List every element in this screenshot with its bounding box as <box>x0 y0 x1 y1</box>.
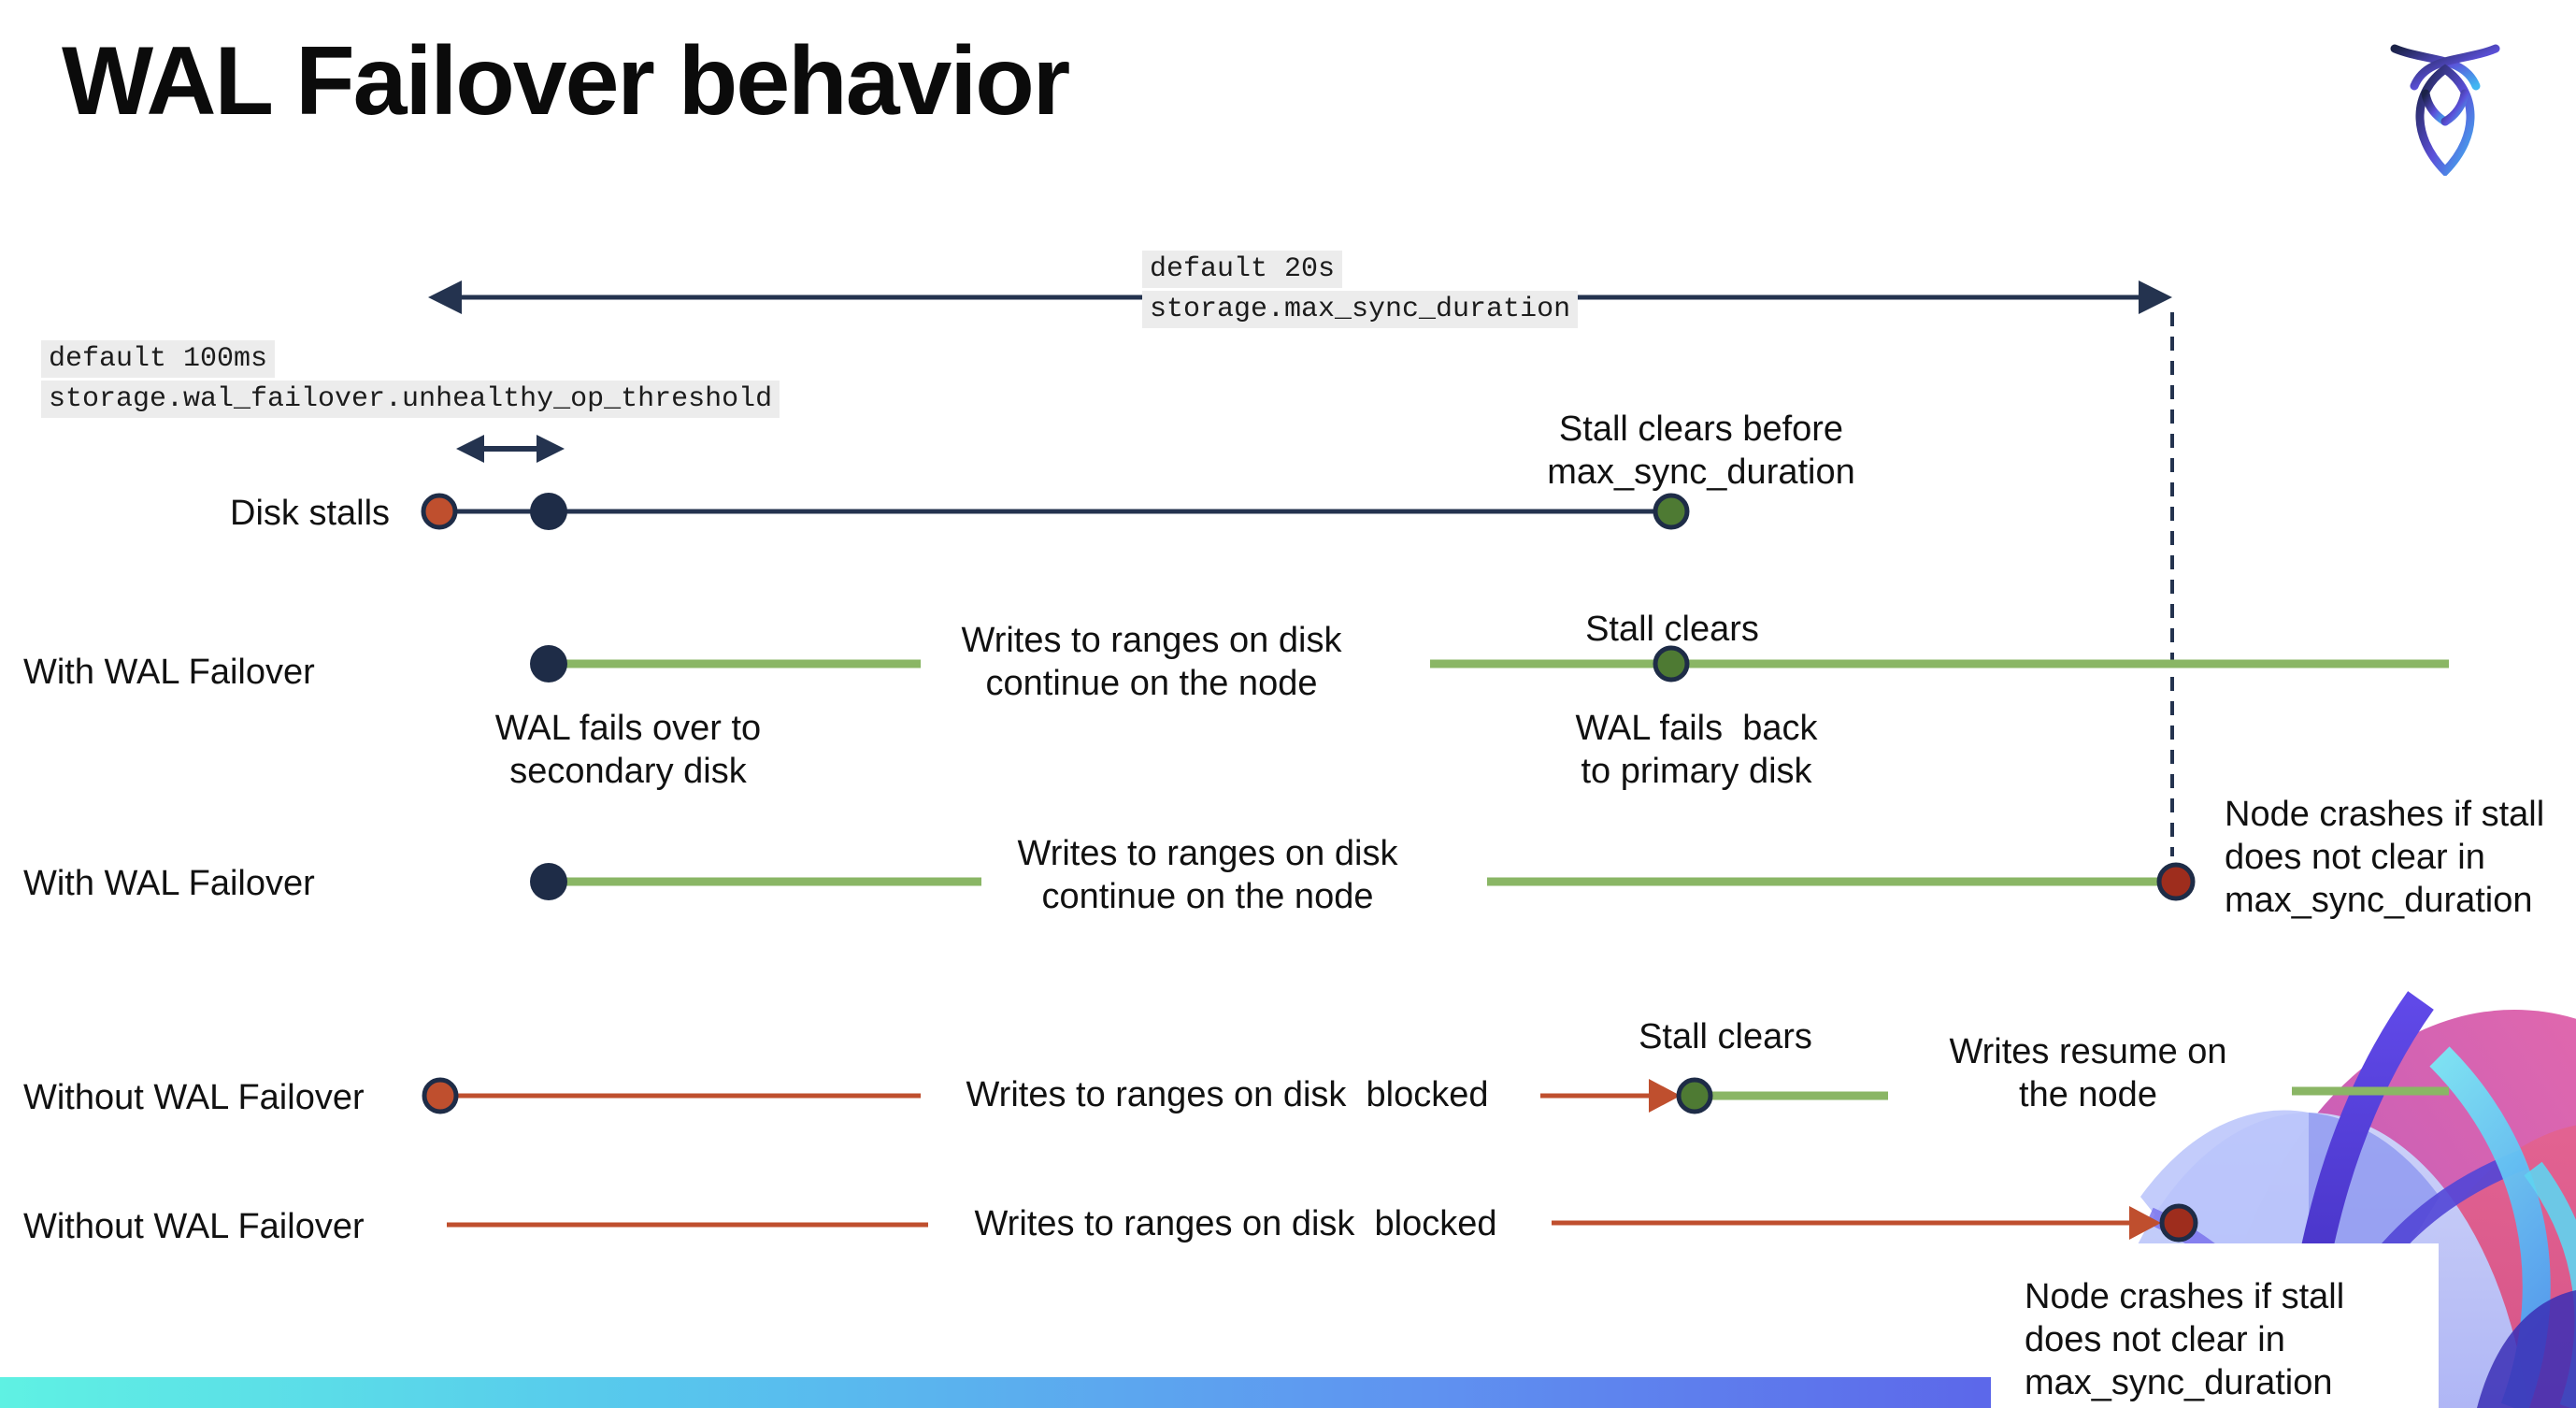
writes-blocked-annotation-row4: Writes to ranges on disk blocked <box>966 1075 1489 1114</box>
blocked-arrowhead-row4 <box>1649 1079 1681 1113</box>
threshold-default-value: default 100ms <box>41 340 276 378</box>
row-label-disk-stalls: Disk stalls <box>230 494 391 533</box>
threshold-arrowhead-left <box>456 435 484 463</box>
max-sync-duration-label: default 20s storage.max_sync_duration <box>1142 251 1579 331</box>
node-crashes-annotation-row5: Node crashes if stall does not clear in … <box>2025 1277 2345 1402</box>
failover-dot-row3 <box>530 863 567 900</box>
span-arrowhead-right <box>2139 280 2172 314</box>
unhealthy-op-threshold-label: default 100ms storage.wal_failover.unhea… <box>41 340 780 421</box>
row-label-with-failover-2: With WAL Failover <box>23 864 315 903</box>
node-crashes-annotation-row3: Node crashes if stall does not clear in … <box>2225 795 2545 920</box>
stall-clears-dot-row4 <box>1676 1077 1713 1114</box>
threshold-setting-name: storage.wal_failover.unhealthy_op_thresh… <box>41 381 780 418</box>
threshold-arrowhead-right <box>537 435 565 463</box>
blocked-arrowhead-row5 <box>2129 1206 2161 1240</box>
span-arrowhead-left <box>428 280 462 314</box>
stall-clears-dot-row1 <box>1653 493 1690 530</box>
stall-clears-annotation-row4: Stall clears <box>1639 1017 1812 1056</box>
wal-fails-over-annotation: WAL fails over to secondary disk <box>494 709 762 791</box>
stall-clears-annotation-row2: Stall clears <box>1585 610 1759 649</box>
row-label-without-failover-2: Without WAL Failover <box>23 1207 365 1246</box>
writes-continue-annotation-row3: Writes to ranges on disk continue on the… <box>1017 834 1398 916</box>
stall-clears-dot-row2 <box>1653 645 1690 682</box>
stall-clears-before-annotation: Stall clears before max_sync_duration <box>1547 409 1855 492</box>
stall-start-dot-row4 <box>422 1077 459 1114</box>
node-crash-dot-row5 <box>2159 1203 2198 1243</box>
failover-dot-row2 <box>530 645 567 682</box>
node-crash-callout-box: Node crashes if stall does not clear in … <box>1991 1243 2439 1408</box>
wal-fails-back-annotation: WAL fails back to primary disk <box>1575 709 1818 791</box>
row-label-without-failover-1: Without WAL Failover <box>23 1078 365 1117</box>
cockroachdb-logo-icon <box>2390 44 2500 176</box>
row-label-with-failover-1: With WAL Failover <box>23 653 315 692</box>
writes-resume-annotation: Writes resume on the node <box>1949 1032 2227 1114</box>
deco-leg-silhouette <box>2477 1290 2576 1408</box>
max-sync-default-value: default 20s <box>1142 251 1343 288</box>
writes-blocked-annotation-row5: Writes to ranges on disk blocked <box>974 1204 1497 1243</box>
max-sync-setting-name: storage.max_sync_duration <box>1142 291 1579 328</box>
page-title: WAL Failover behavior <box>62 27 1070 136</box>
writes-continue-annotation-row2: Writes to ranges on disk continue on the… <box>961 621 1342 703</box>
deco-cyan-leg-2 <box>2524 1161 2576 1408</box>
threshold-reached-dot <box>530 493 567 530</box>
stall-start-dot <box>421 493 458 530</box>
node-crash-dot-row3 <box>2156 862 2196 901</box>
